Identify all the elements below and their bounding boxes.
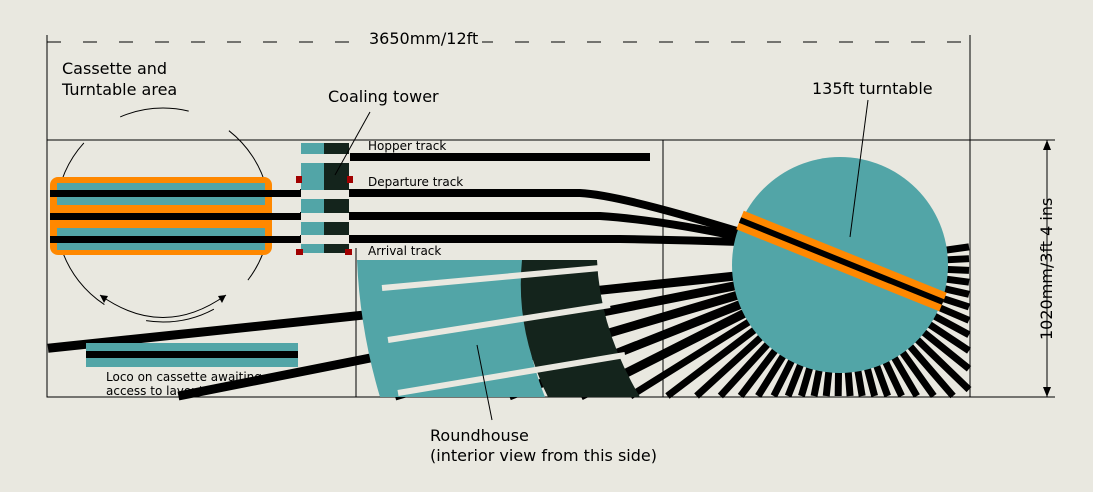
leader-lines bbox=[334, 99, 869, 421]
turntable bbox=[732, 157, 948, 373]
departure-arrival-tracks bbox=[300, 189, 742, 246]
arrow-down-icon bbox=[1043, 387, 1051, 397]
arrow-icon bbox=[218, 295, 226, 303]
loco-cassette bbox=[86, 343, 298, 367]
roundhouse bbox=[357, 260, 640, 397]
arrow-icon bbox=[100, 295, 108, 303]
height-dimension-label: 1020mm/3ft 4 ins bbox=[1037, 197, 1056, 340]
hopper-track-label: Hopper track bbox=[368, 139, 447, 153]
cassette-area-label: Cassette and Turntable area bbox=[62, 59, 178, 99]
width-dimension-label: 3650mm/12ft bbox=[365, 28, 483, 49]
arrow-up-icon bbox=[1043, 140, 1051, 150]
coaling-tower-label: Coaling tower bbox=[328, 87, 439, 106]
rotation-arrow bbox=[99, 294, 227, 318]
arrival-track-label: Arrival track bbox=[368, 244, 442, 258]
hopper-track bbox=[350, 153, 650, 161]
roundhouse-note: (interior view from this side) bbox=[430, 446, 657, 465]
departure-track-label: Departure track bbox=[368, 175, 464, 189]
cassette-deck bbox=[50, 177, 300, 255]
roundhouse-label: Roundhouse bbox=[430, 426, 529, 445]
turntable-label: 135ft turntable bbox=[812, 79, 933, 98]
coaling-tower bbox=[296, 143, 353, 255]
loco-cassette-label: Loco on cassette awaiting access to layo… bbox=[106, 370, 262, 398]
